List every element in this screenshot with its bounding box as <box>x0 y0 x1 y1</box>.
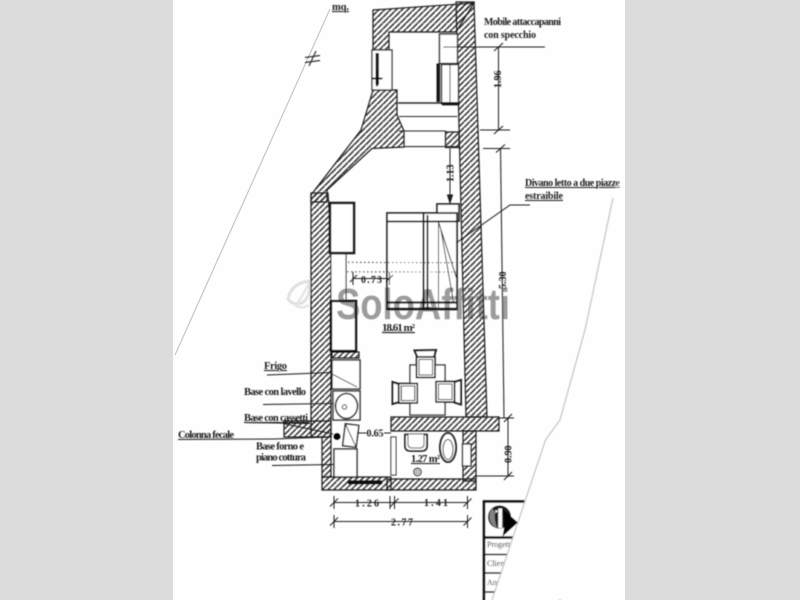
svg-text:5.30: 5.30 <box>498 272 509 290</box>
svg-text:Mobile attaccapanni: Mobile attaccapanni <box>484 17 561 28</box>
svg-text:Base forno e: Base forno e <box>256 442 304 453</box>
svg-text:0.65: 0.65 <box>367 429 384 440</box>
svg-text:Frigo: Frigo <box>264 361 287 372</box>
svg-text:Base con lavello: Base con lavello <box>244 387 306 398</box>
svg-text:mq.: mq. <box>332 2 349 13</box>
svg-text:Anno: Anno <box>487 578 505 587</box>
svg-text:con specchio: con specchio <box>484 30 536 41</box>
svg-text:1.26: 1.26 <box>355 499 379 510</box>
svg-text:estraibile: estraibile <box>525 191 564 202</box>
svg-text:Colonna fecale: Colonna fecale <box>178 430 234 441</box>
svg-text:1.27 m²: 1.27 m² <box>411 454 440 465</box>
svg-text:2.77: 2.77 <box>391 518 413 529</box>
svg-text:0.73: 0.73 <box>361 275 382 286</box>
svg-text:1.41: 1.41 <box>424 498 448 509</box>
svg-text:0.90: 0.90 <box>504 446 515 464</box>
svg-text:18.61 m²: 18.61 m² <box>382 322 416 334</box>
svg-text:Divano letto a due piazze: Divano letto a due piazze <box>525 178 621 189</box>
svg-text:Base con cassetti: Base con cassetti <box>244 413 308 424</box>
svg-text:piano cottura: piano cottura <box>256 453 307 464</box>
svg-text:1.96: 1.96 <box>493 71 504 89</box>
svg-text:Cliente: Cliente <box>487 559 511 568</box>
svg-text:SoloAffitti: SoloAffitti <box>336 280 510 329</box>
svg-text:1.13: 1.13 <box>446 165 457 183</box>
svg-text:Progetto: Progetto <box>487 540 514 549</box>
